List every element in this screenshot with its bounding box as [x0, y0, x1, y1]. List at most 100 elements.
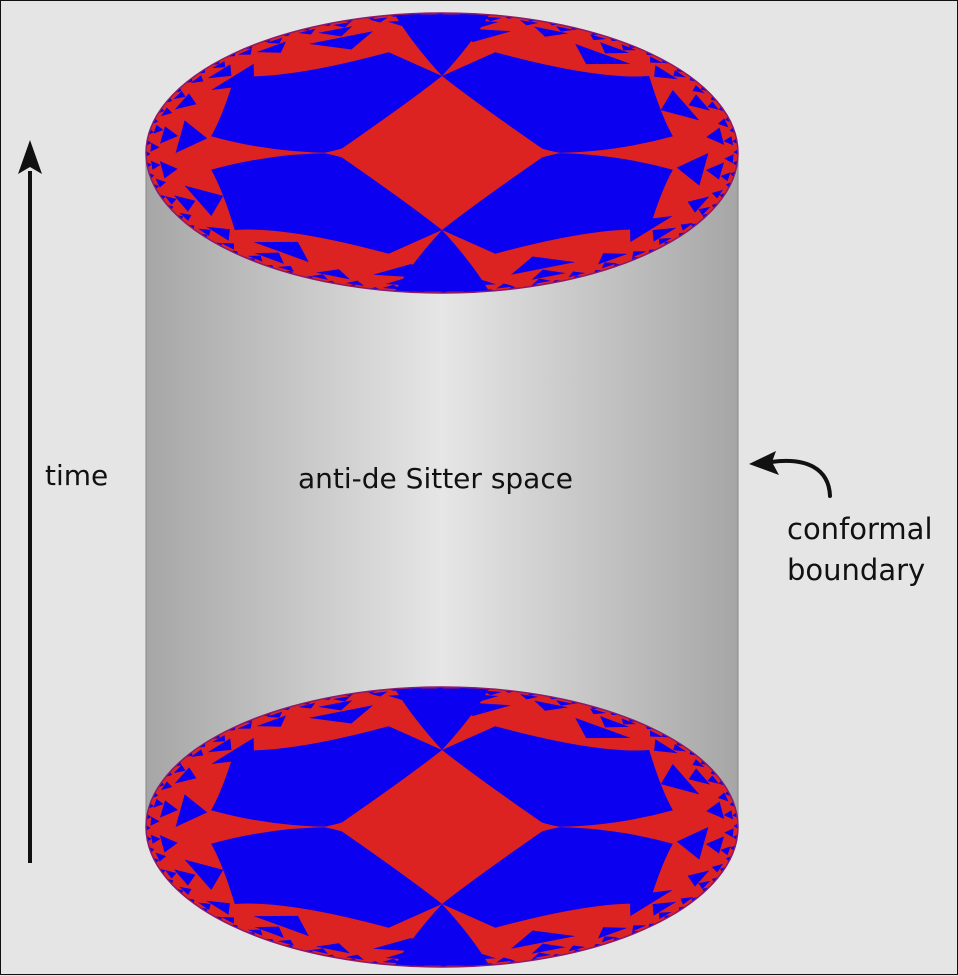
bottom-disk-tile-ring [310, 948, 328, 954]
bottom-disk-tile-ring [148, 803, 154, 809]
bottom-disk-tile-ring [698, 880, 711, 890]
top-disk-tile-ring [597, 253, 628, 265]
bottom-disk-tile-ring [373, 938, 442, 953]
bottom-disk-tile-ring [318, 700, 353, 711]
bottom-disk-tile-ring [632, 925, 647, 932]
top-disk-tile-blue-wedge [442, 153, 673, 254]
bottom-disk-tile-ring [533, 952, 552, 958]
top-disk-tile-ring [160, 126, 179, 144]
top-disk-tile-ring [206, 226, 230, 241]
bottom-disk-tile-ring [160, 800, 179, 818]
top-disk-tile-blue-wedge [211, 153, 442, 254]
bottom-disk-tile-ring [146, 825, 151, 831]
bottom-disk-tile-ring [184, 859, 224, 890]
boundary-label-line2: boundary [787, 553, 926, 587]
bottom-disk-tile-ring [629, 890, 673, 917]
top-disk-tile-ring [310, 274, 328, 280]
bottom-disk-tile-ring [534, 700, 569, 711]
top-disk-tile-ring [496, 283, 515, 289]
bottom-disk-tile-ring [687, 870, 710, 887]
top-disk-tile-ring [254, 252, 284, 264]
top-disk-tile-ring [237, 48, 252, 55]
top-disk-tile-ring [632, 251, 647, 258]
top-disk-tile-ring [150, 142, 160, 152]
bottom-disk-tile-ring [720, 846, 731, 856]
bottom-disk-tile-ring [420, 960, 440, 965]
top-disk-tile-ring [600, 42, 630, 54]
bottom-disk-tile-ring [207, 738, 232, 753]
bottom-disk-tile-ring [211, 737, 255, 764]
bottom-disk-tile-ring [308, 705, 374, 724]
bottom-disk-tile-ring [660, 764, 700, 795]
top-disk-tile-ring [173, 195, 196, 212]
top-disk-tile-ring [556, 26, 574, 32]
top-disk-tile-ring [680, 223, 694, 231]
bottom-disk-tile-ring [315, 943, 350, 954]
top-disk-tile-ring [207, 64, 232, 79]
top-disk-tile-ring [184, 185, 224, 216]
bottom-disk-tile-ring [179, 886, 192, 895]
top-disk-tile-ring [711, 189, 723, 199]
top-disk-tile-ring [461, 19, 499, 29]
bottom-disk-tile-ring [442, 701, 511, 716]
bottom-disk-tile-ring [247, 929, 263, 936]
bottom-disk-tile-ring [729, 801, 735, 807]
bottom-disk-tile-ring [332, 696, 351, 702]
top-disk-tile-ring [308, 31, 374, 50]
top-disk-tile-ring [388, 19, 425, 28]
top-disk-tile-ring [676, 153, 709, 186]
top-disk-tile-ring [531, 269, 566, 280]
top-disk-tile-ring [698, 206, 711, 216]
bottom-disk-tile-ring [190, 749, 204, 757]
top-disk-tile-center [323, 76, 561, 230]
bottom-disk-tile-ring [676, 827, 709, 860]
time-arrow-head [18, 140, 42, 174]
top-disk-tile-ring [369, 17, 388, 23]
top-disk-tile-ring [458, 286, 478, 291]
bottom-disk-tile-ring [174, 767, 197, 784]
top-disk-tile-ring [174, 93, 197, 110]
bottom-disk-tile-ring [266, 711, 283, 718]
top-disk-tile-ring [190, 75, 204, 83]
top-disk-tile-ring [724, 154, 734, 164]
bottom-disk-tile-ring [600, 716, 630, 728]
bottom-disk-tile-ring [153, 798, 164, 808]
top-disk-tile-ring [345, 280, 364, 286]
bottom-disk-tile-ring [654, 739, 678, 754]
bottom-disk-tile-ring [730, 845, 736, 851]
bottom-disk-tile-blue-wedge [211, 827, 442, 928]
top-disk-tile-ring [520, 20, 539, 26]
top-disk-tile-ring [212, 61, 226, 69]
top-disk-tile-ring [707, 101, 719, 110]
bottom-disk-tile-ring [568, 945, 586, 952]
top-disk-tile-ring [148, 129, 154, 135]
top-disk-tile-ring [179, 212, 192, 221]
bottom-disk-tile-ring [707, 775, 719, 784]
top-disk-tile-ring [650, 56, 663, 64]
top-disk-tile-ring [733, 149, 738, 155]
bottom-disk-tile-ring [237, 722, 252, 729]
top-disk-tile-ring [730, 171, 736, 177]
bottom-disk-tile-ring [277, 939, 294, 946]
top-disk-tile-ring [198, 228, 211, 236]
top-disk-tile-ring [652, 227, 677, 242]
bottom-disk-tile-ring [601, 936, 618, 943]
top-disk-tile-ring [211, 63, 255, 90]
bottom-disk-tile-ring [175, 794, 208, 827]
top-disk-tile-ring [159, 161, 178, 179]
top-disk-tile-ring [150, 160, 161, 170]
top-disk-tile-ring [161, 107, 173, 117]
bottom-disk-tile-ring [575, 717, 631, 739]
space-label: anti-de Sitter space [298, 462, 573, 495]
top-disk-tile-ring [687, 196, 710, 213]
bottom-disk-tile-ring [482, 690, 502, 696]
bottom-disk-tile-ring [444, 689, 464, 694]
bottom-disk-tile-ring [723, 810, 734, 820]
bottom-disk-tile-ring [556, 700, 574, 706]
top-disk-tile-ring [673, 70, 686, 78]
bottom-disk-tile-ring [161, 781, 173, 791]
bottom-disk-tile-ring [406, 689, 426, 694]
top-disk-tile-ring [568, 271, 586, 278]
